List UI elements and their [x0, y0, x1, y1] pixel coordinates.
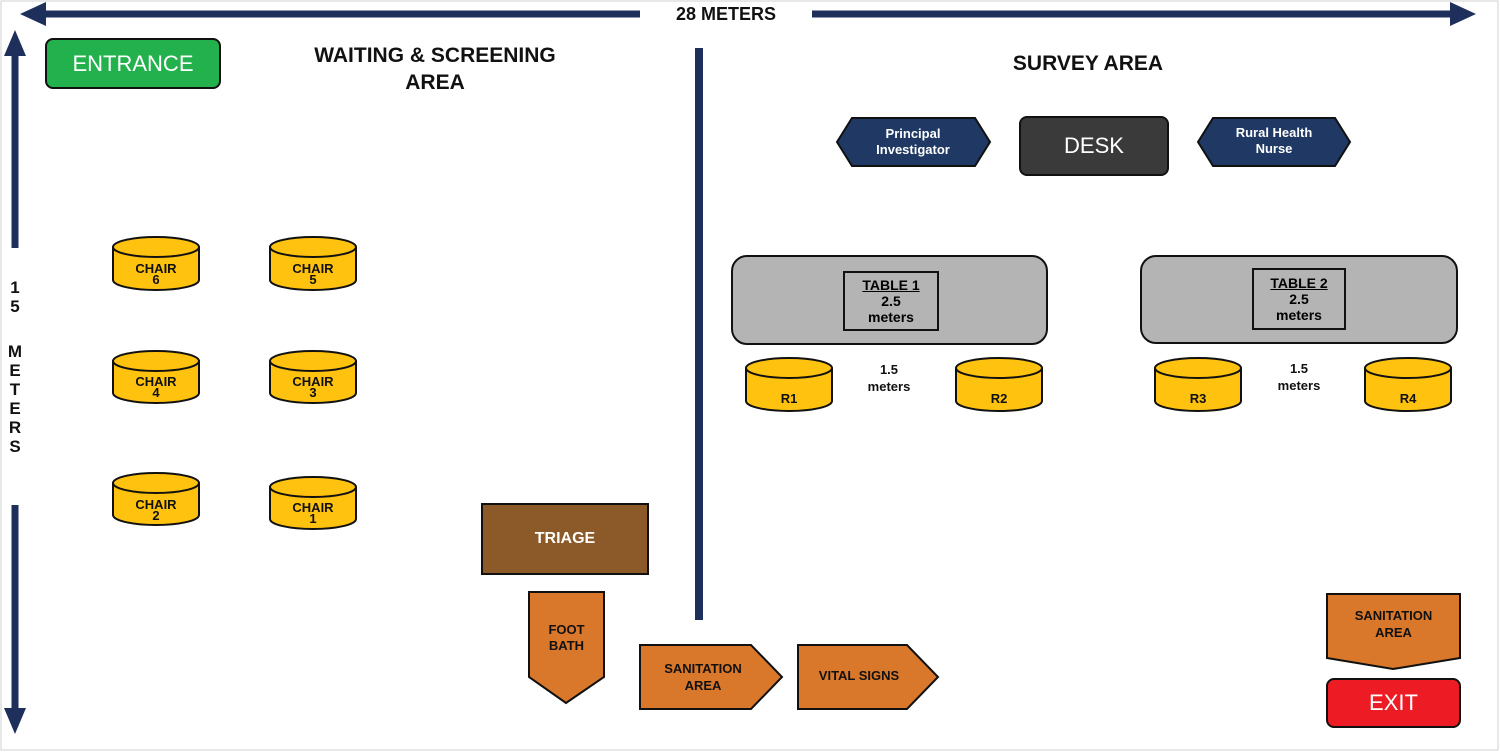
rural-health-nurse-line1: Rural Health — [1235, 125, 1313, 140]
spacing-2-label: 1.5 meters — [1260, 360, 1338, 394]
chair-number: 2 — [152, 508, 160, 523]
table-1-label: TABLE 1 2.5 meters — [843, 271, 939, 331]
height-letter: S — [9, 437, 21, 456]
height-letter: T — [9, 380, 21, 399]
triage-station: TRIAGE — [481, 503, 649, 575]
exit-sign: EXIT — [1326, 678, 1461, 728]
height-dimension-arrow — [4, 30, 26, 734]
exit-sanitation-area-shape — [1326, 593, 1461, 671]
entrance-sign: ENTRANCE — [45, 38, 221, 89]
chair-5-shape — [269, 236, 357, 291]
height-dimension-label: 1 5 M E T E R S — [4, 278, 26, 456]
chair-word: CHAIR — [135, 497, 177, 512]
chair-5-label: CHAIR 5 — [270, 261, 356, 287]
respondent-seat-r4-shape — [1364, 357, 1452, 412]
respondent-seat-r1-shape — [745, 357, 833, 412]
chair-6-label: CHAIR 6 — [113, 261, 199, 287]
height-letter: M — [7, 342, 23, 361]
respondent-seat-r2-shape — [955, 357, 1043, 412]
chair-word: CHAIR — [135, 261, 177, 276]
table-1-name: TABLE 1 — [862, 277, 920, 293]
chair-number: 6 — [152, 272, 160, 287]
chair-number: 3 — [309, 385, 317, 400]
exit-sanitation-area-label: SANITATION AREA — [1330, 607, 1457, 641]
chair-1-shape — [269, 476, 357, 530]
spacing-1-unit: meters — [867, 379, 911, 394]
chair-word: CHAIR — [135, 374, 177, 389]
chair-number: 4 — [152, 385, 160, 400]
table-2-size: 2.5 — [1289, 291, 1309, 307]
height-digit-1: 1 — [10, 278, 20, 297]
vital-signs-label: VITAL SIGNS — [818, 668, 900, 683]
height-letter: R — [8, 418, 22, 437]
rural-health-nurse-label: Rural Health Nurse — [1206, 125, 1342, 157]
foot-bath-line1: FOOT — [548, 622, 585, 637]
rural-health-nurse-line2: Nurse — [1255, 141, 1293, 156]
chair-4-label: CHAIR 4 — [113, 374, 199, 400]
respondent-seat-r3-shape — [1154, 357, 1242, 412]
waiting-area-title-line1: WAITING & SCREENING — [314, 44, 556, 67]
chair-word: CHAIR — [292, 261, 334, 276]
survey-area-title: SURVEY AREA — [1012, 52, 1164, 75]
height-letter: E — [9, 399, 21, 418]
principal-investigator-line1: Principal — [885, 126, 941, 141]
spacing-2-unit: meters — [1277, 378, 1321, 393]
height-digit-2: 5 — [10, 297, 20, 316]
table-2-unit: meters — [1276, 307, 1322, 323]
sanitation-area-shape — [639, 644, 784, 710]
foot-bath-shape — [528, 591, 605, 705]
sanitation-area-line1: SANITATION — [664, 661, 742, 676]
respondent-r3-label: R3 — [1189, 391, 1207, 406]
chair-2-shape — [112, 472, 200, 526]
sanitation-area-label: SANITATION AREA — [644, 660, 762, 694]
respondent-r2-label: R2 — [990, 391, 1008, 406]
chair-word: CHAIR — [292, 500, 334, 515]
waiting-area-title: WAITING & SCREENING AREA — [270, 42, 600, 96]
chair-number: 1 — [309, 511, 317, 526]
exit-sanitation-area-line1: SANITATION — [1354, 608, 1433, 623]
principal-investigator-label: Principal Investigator — [845, 126, 981, 158]
table-2-name: TABLE 2 — [1270, 275, 1328, 291]
chair-3-shape — [269, 350, 357, 404]
spacing-1-label: 1.5 meters — [850, 361, 928, 395]
waiting-area-title-line2: AREA — [405, 71, 465, 94]
table-2-label: TABLE 2 2.5 meters — [1252, 268, 1346, 330]
chair-3-label: CHAIR 3 — [270, 374, 356, 400]
table-1-unit: meters — [868, 309, 914, 325]
respondent-r1-label: R1 — [780, 391, 798, 406]
chair-number: 5 — [309, 272, 317, 287]
height-letter: E — [9, 361, 21, 380]
chair-word: CHAIR — [292, 374, 334, 389]
principal-investigator-badge — [835, 117, 992, 167]
foot-bath-line2: BATH — [548, 638, 585, 653]
table-1-size: 2.5 — [881, 293, 901, 309]
exit-sanitation-area-line2: AREA — [1375, 625, 1412, 640]
desk: DESK — [1019, 116, 1169, 176]
chair-1-label: CHAIR 1 — [270, 500, 356, 526]
vital-signs-shape — [797, 644, 940, 710]
chair-2-label: CHAIR 2 — [113, 497, 199, 523]
sanitation-area-line2: AREA — [684, 678, 722, 693]
spacing-1-value: 1.5 — [879, 362, 899, 377]
width-dimension-arrow — [20, 2, 1476, 26]
width-dimension-label: 28 METERS — [675, 4, 777, 24]
foot-bath-label: FOOT BATH — [529, 622, 604, 654]
chair-4-shape — [112, 350, 200, 404]
principal-investigator-line2: Investigator — [876, 142, 950, 157]
respondent-r4-label: R4 — [1399, 391, 1417, 406]
spacing-2-value: 1.5 — [1289, 361, 1309, 376]
chair-6-shape — [112, 236, 200, 291]
rural-health-nurse-badge — [1196, 117, 1352, 167]
